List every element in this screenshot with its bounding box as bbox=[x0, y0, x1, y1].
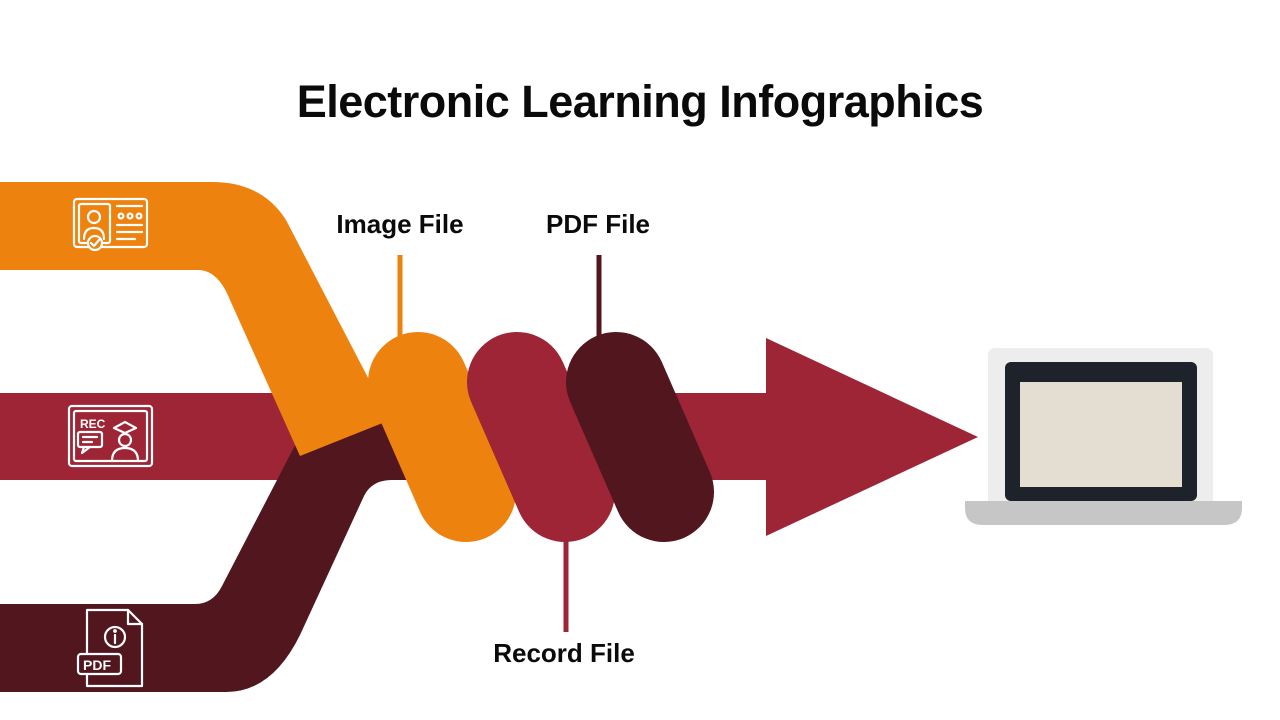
laptop-screen bbox=[1020, 382, 1182, 487]
laptop-illustration bbox=[965, 348, 1242, 525]
capsule-pdf-file bbox=[616, 382, 664, 492]
page-title: Electronic Learning Infographics bbox=[0, 76, 1280, 128]
pdf-icon-text: PDF bbox=[83, 657, 111, 673]
capsule-image-file bbox=[418, 382, 466, 492]
arrow-head bbox=[766, 338, 978, 536]
rec-icon-text: REC bbox=[80, 417, 106, 431]
laptop-base bbox=[965, 501, 1242, 525]
image-file-label: Image File bbox=[290, 209, 510, 240]
record-file-label: Record File bbox=[454, 638, 674, 669]
capsule-record-file bbox=[517, 382, 565, 492]
pdf-file-label: PDF File bbox=[488, 209, 708, 240]
